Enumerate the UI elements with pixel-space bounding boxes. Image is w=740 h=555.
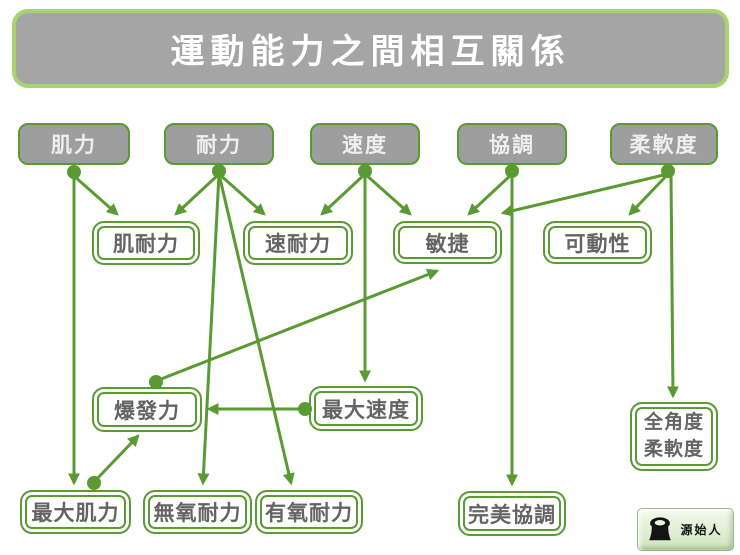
edge-endurance-speed-endurance — [218, 172, 266, 216]
node-max-strength: 最大肌力 — [20, 490, 131, 534]
connector-dot — [212, 164, 226, 178]
node-speed-endurance: 速耐力 — [243, 221, 353, 265]
edge-endurance-anaerobic-endurance — [197, 173, 221, 486]
node-flexibility: 柔軟度 — [610, 123, 718, 165]
connector-dot — [358, 164, 372, 178]
node-coordination: 協調 — [457, 123, 567, 165]
edge-flexibility-full-range-flexibility — [666, 173, 679, 399]
edge-endurance-muscular-endurance — [174, 172, 221, 216]
edge-coordination-agility — [467, 172, 514, 216]
edge-max-strength-explosive-power — [92, 434, 140, 484]
connector-dot — [505, 164, 519, 178]
connector-dots — [67, 164, 675, 490]
edge-flexibility-agility — [500, 172, 669, 217]
node-agility: 敏捷 — [393, 221, 502, 264]
node-endurance: 耐力 — [164, 123, 274, 165]
connector-dot — [661, 164, 675, 178]
brand-badge: 源始人 — [637, 508, 734, 551]
edge-explosive-power-agility — [155, 268, 440, 383]
page-title: 運動能力之間相互關係 — [12, 9, 729, 88]
node-speed: 速度 — [310, 123, 420, 165]
node-perfect-coordination: 完美協調 — [458, 491, 566, 536]
node-mobility: 可動性 — [543, 221, 652, 264]
node-max-speed: 最大速度 — [309, 386, 423, 431]
connector-dot — [67, 165, 81, 179]
edge-speed-agility — [364, 172, 412, 216]
connector-dot — [87, 476, 101, 490]
brand-name: 源始人 — [680, 523, 723, 537]
edge-flexibility-mobility — [628, 172, 670, 216]
node-strength: 肌力 — [18, 123, 130, 165]
edge-speed-speed-endurance — [320, 172, 367, 216]
edge-strength-muscular-endurance — [73, 174, 119, 216]
node-full-range-flexibility: 全角度 柔軟度 — [630, 402, 718, 471]
node-muscular-endurance: 肌耐力 — [92, 221, 200, 265]
node-anaerobic-endurance: 無氧耐力 — [143, 490, 252, 534]
node-aerobic-endurance: 有氧耐力 — [255, 490, 363, 534]
node-explosive-power: 爆發力 — [92, 387, 202, 432]
tree-stump-icon — [648, 516, 672, 543]
